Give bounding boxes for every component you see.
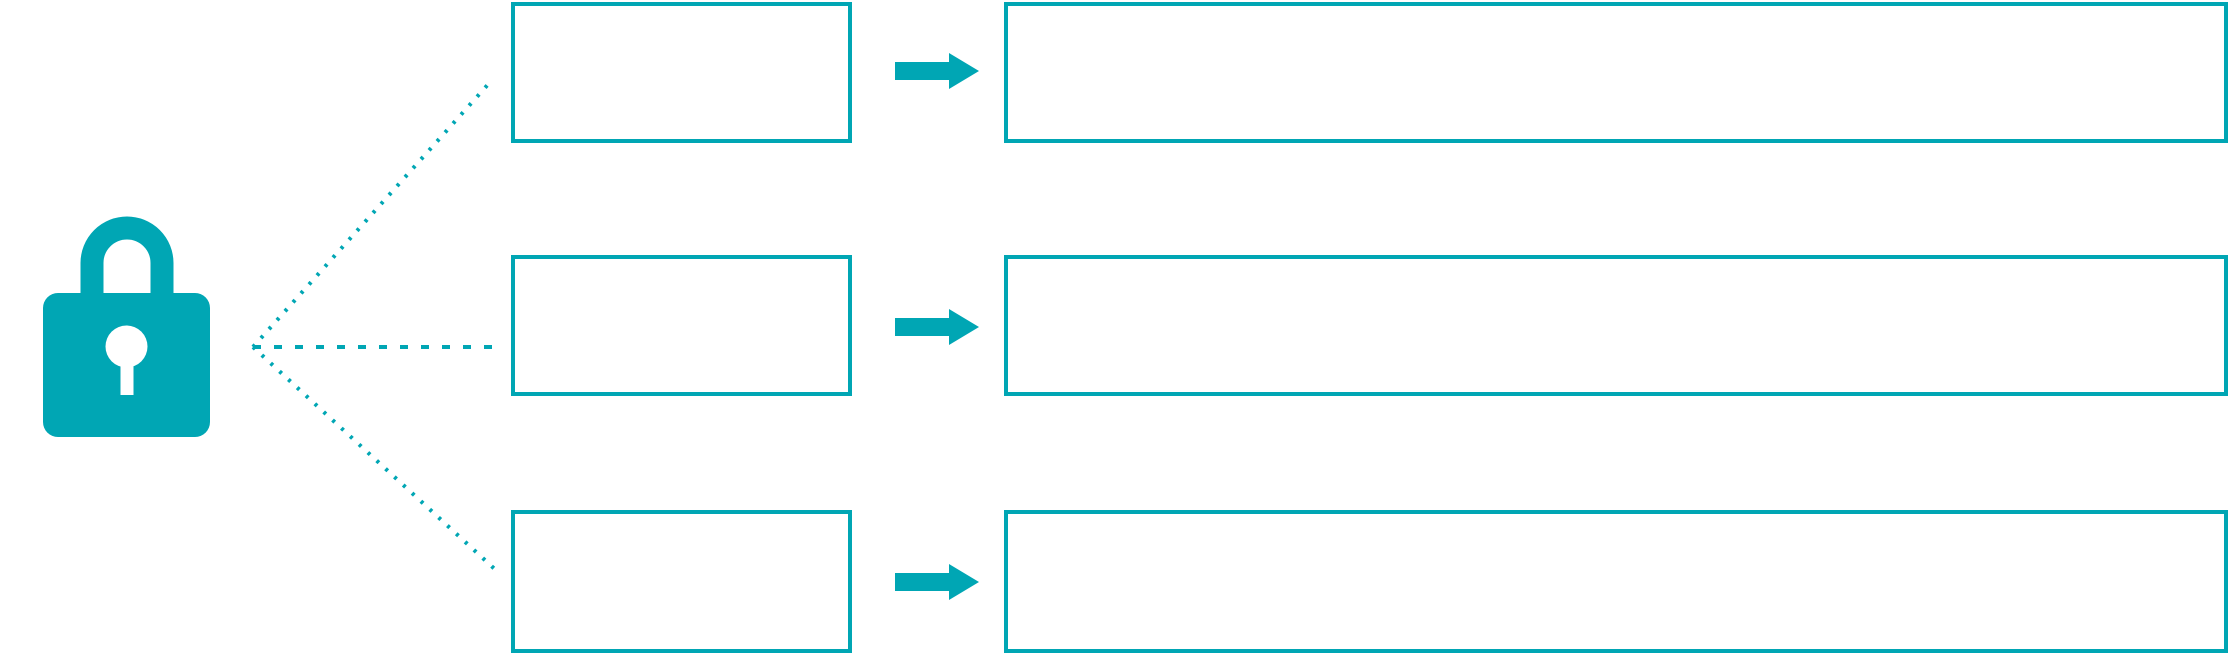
- term-box: [511, 255, 852, 396]
- arrow-right-icon: [895, 308, 979, 345]
- flow-row: [511, 510, 2228, 653]
- flow-row: [511, 2, 2228, 145]
- connector-line-bottom: [251, 345, 501, 575]
- term-box: [511, 510, 852, 653]
- connector-line-top: [251, 78, 494, 349]
- flow-row: [511, 255, 2228, 398]
- term-box: [511, 2, 852, 143]
- definition-box: [1004, 510, 2228, 653]
- arrow-right-icon: [895, 52, 979, 89]
- definition-box: [1004, 255, 2228, 396]
- arrow-right-icon: [895, 563, 979, 600]
- definition-box: [1004, 2, 2228, 143]
